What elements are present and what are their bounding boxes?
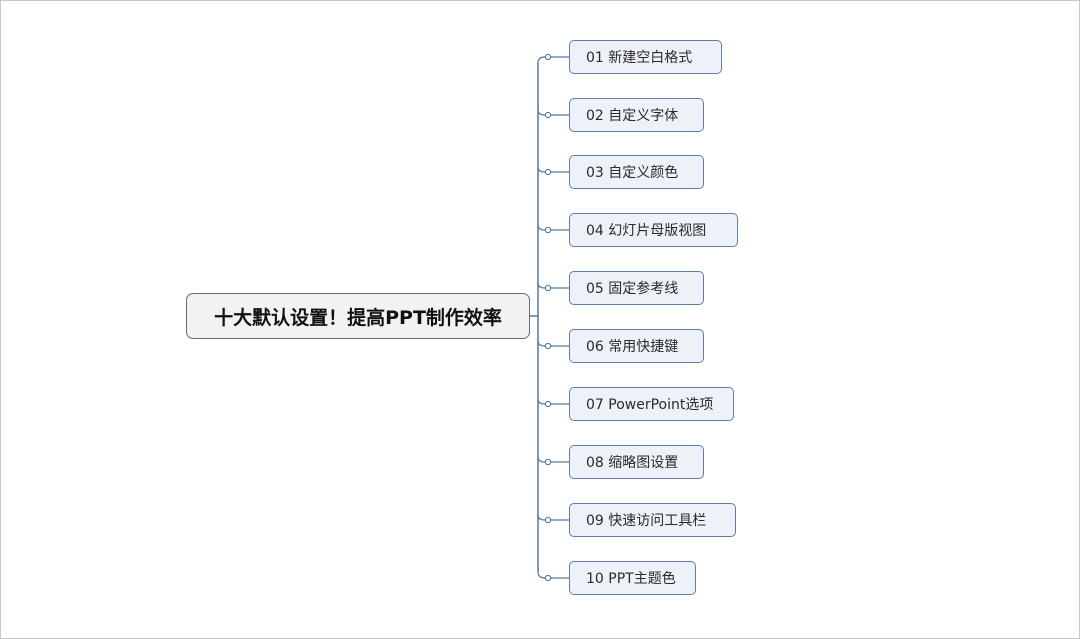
branch-topic-01[interactable]: 01 新建空白格式 [569,40,722,74]
branch-connector [537,224,546,231]
collapse-handle-icon [544,342,552,350]
collapse-handle-icon [544,168,552,176]
central-topic[interactable]: 十大默认设置！提高PPT制作效率 [186,293,530,339]
branch-topic-03[interactable]: 03 自定义颜色 [569,155,704,189]
branch-topic-10[interactable]: 10 PPT主题色 [569,561,696,595]
branch-topic-04[interactable]: 04 幻灯片母版视图 [569,213,738,247]
branch-connector [537,166,546,173]
branch-connector [537,571,546,579]
branch-connector [537,398,546,405]
branch-connector [537,514,546,521]
branch-connector [537,56,546,64]
collapse-handle-icon [544,400,552,408]
branch-topic-09[interactable]: 09 快速访问工具栏 [569,503,736,537]
collapse-handle-icon [544,111,552,119]
branch-connector [537,340,546,347]
collapse-handle-icon [544,574,552,582]
collapse-handle-icon [544,516,552,524]
branch-connector [537,456,546,463]
collapse-handle-icon [544,53,552,61]
collapse-handle-icon [544,284,552,292]
branch-topic-07[interactable]: 07 PowerPoint选项 [569,387,734,421]
branch-topic-06[interactable]: 06 常用快捷键 [569,329,704,363]
branch-topic-02[interactable]: 02 自定义字体 [569,98,704,132]
branch-connector [537,109,546,116]
branch-topic-08[interactable]: 08 缩略图设置 [569,445,704,479]
collapse-handle-icon [544,226,552,234]
branch-connector [537,282,546,289]
collapse-handle-icon [544,458,552,466]
branch-topic-05[interactable]: 05 固定参考线 [569,271,704,305]
